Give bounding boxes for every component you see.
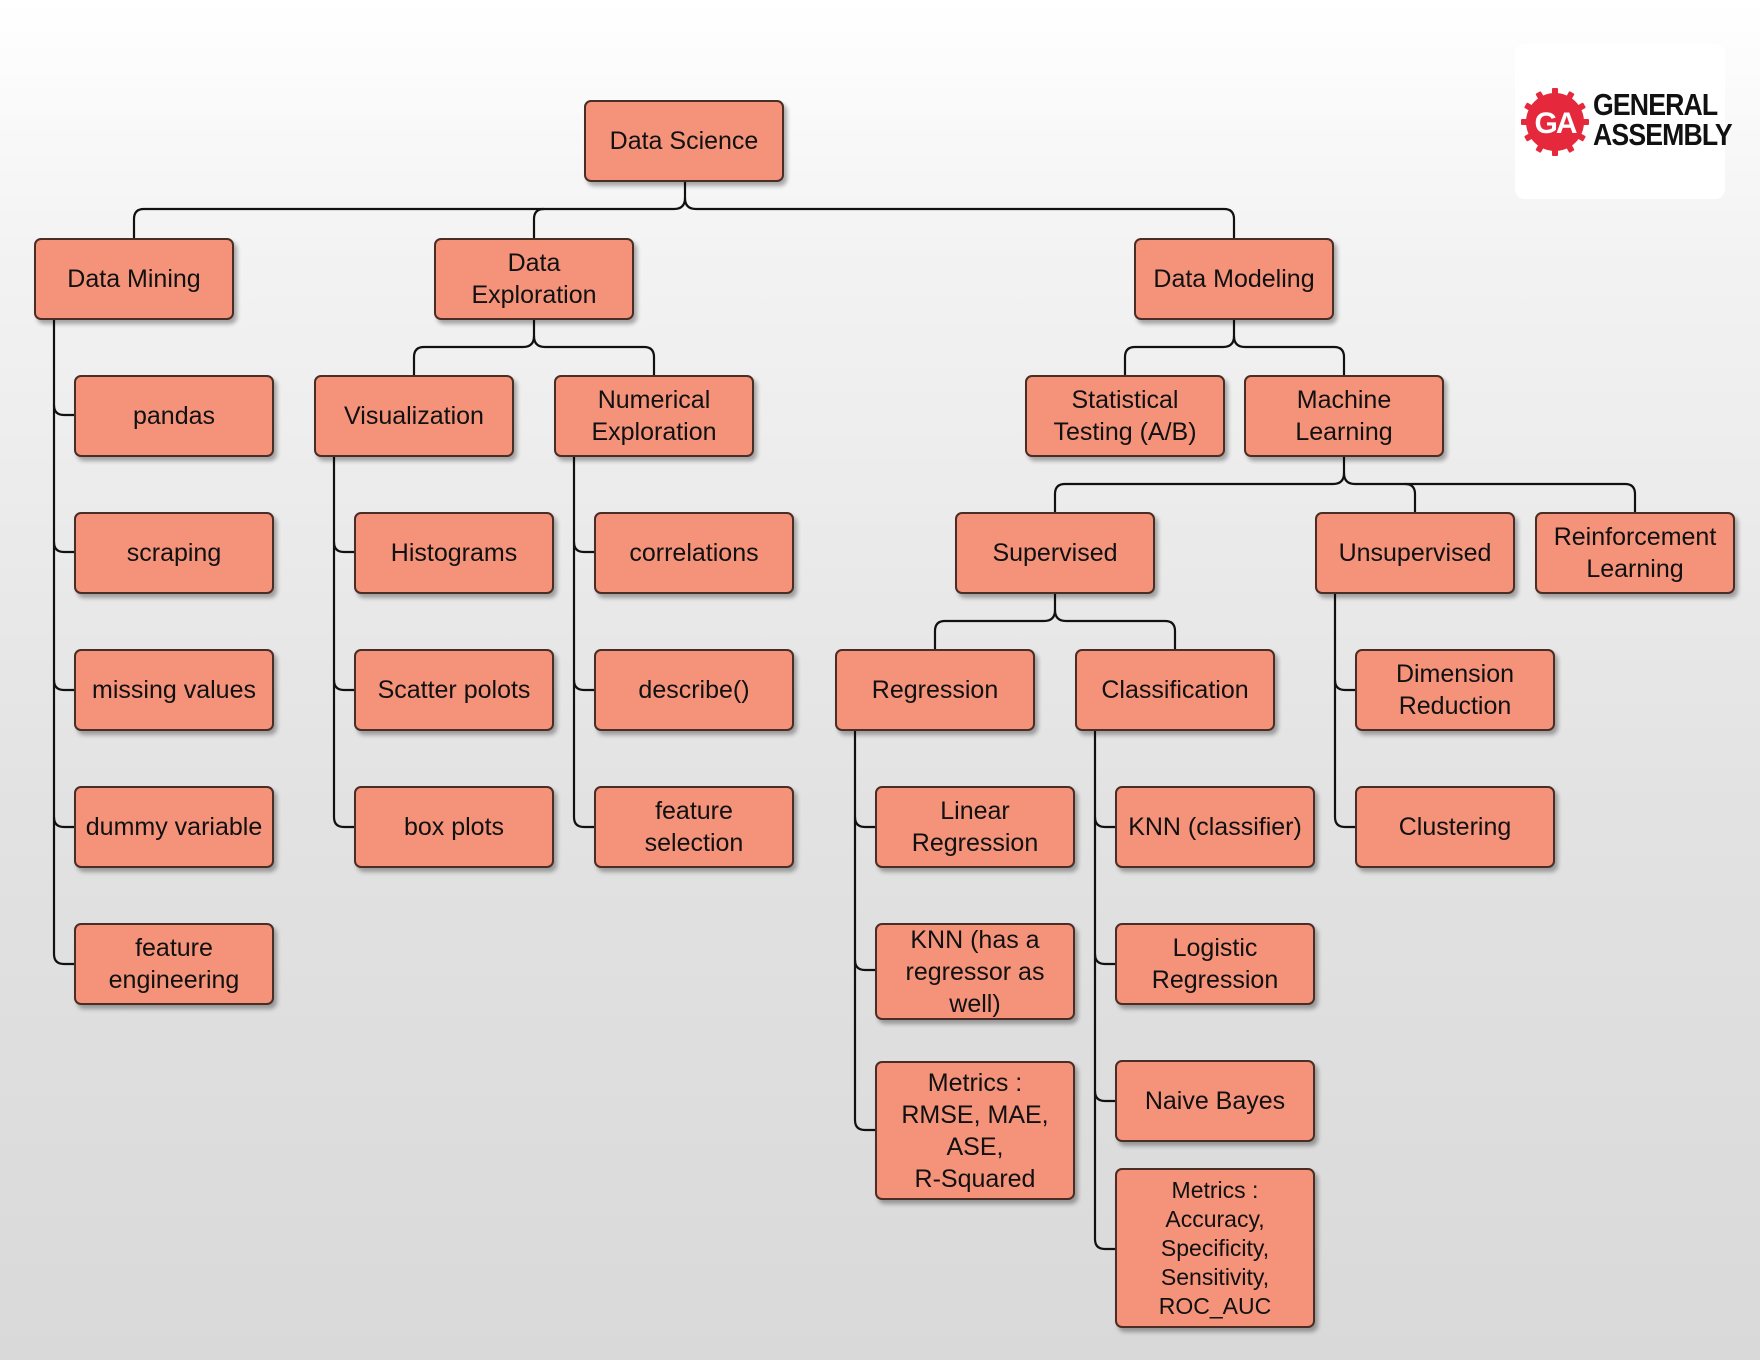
node-data-mining: Data Mining (34, 238, 234, 320)
logo-line-1: GENERAL (1593, 87, 1718, 122)
connector (532, 207, 545, 238)
node-regression: Regression (835, 649, 1035, 731)
connector (1053, 457, 1346, 512)
ga-badge-text: GA (1535, 107, 1577, 140)
node-data-modeling: Data Modeling (1134, 238, 1334, 320)
node-unsupervised: Unsupervised (1315, 512, 1515, 594)
node-feature-engineering: feature engineering (74, 923, 274, 1005)
connector (52, 816, 74, 829)
node-data-exploration: Data Exploration (434, 238, 634, 320)
node-linear-regression: Linear Regression (875, 786, 1075, 868)
connector (572, 679, 594, 692)
node-reinforcement-learning: Reinforcement Learning (1535, 512, 1735, 594)
node-missing-values: missing values (74, 649, 274, 731)
node-data-science: Data Science (584, 100, 784, 182)
node-visualization: Visualization (314, 375, 514, 457)
connector (853, 816, 875, 829)
node-dimension-reduction: Dimension Reduction (1355, 649, 1555, 731)
node-clustering: Clustering (1355, 786, 1555, 868)
connector (532, 335, 656, 375)
connector (52, 541, 74, 554)
connector (1342, 472, 1637, 512)
connector (332, 457, 354, 829)
connector (332, 679, 354, 692)
connector (853, 731, 875, 1132)
node-numerical-exploration: Numerical Exploration (554, 375, 754, 457)
connector (933, 594, 1057, 649)
node-histograms: Histograms (354, 512, 554, 594)
connector (1404, 482, 1417, 512)
node-box-plots: box plots (354, 786, 554, 868)
node-describe: describe() (594, 649, 794, 731)
node-pandas: pandas (74, 375, 274, 457)
node-machine-learning: Machine Learning (1244, 375, 1444, 457)
node-regression-metrics: Metrics : RMSE, MAE, ASE, R-Squared (875, 1061, 1075, 1200)
node-knn-regressor: KNN (has a regressor as well) (875, 923, 1075, 1020)
logo-wordmark: GENERAL ASSEMBLY (1593, 87, 1733, 152)
node-scatter-polots: Scatter polots (354, 649, 554, 731)
node-classification-metrics: Metrics : Accuracy, Specificity, Sensiti… (1115, 1168, 1315, 1328)
connector (1093, 816, 1115, 829)
node-correlations: correlations (594, 512, 794, 594)
connector (412, 320, 536, 375)
connector (1333, 594, 1355, 829)
connector (132, 182, 687, 238)
node-dummy-variable: dummy variable (74, 786, 274, 868)
node-supervised: Supervised (955, 512, 1155, 594)
connector (1093, 953, 1115, 966)
general-assembly-logo: GA GENERAL ASSEMBLY (1515, 44, 1733, 199)
node-knn-classifier: KNN (classifier) (1115, 786, 1315, 868)
connector (52, 679, 74, 692)
node-feature-selection: feature selection (594, 786, 794, 868)
connector (332, 541, 354, 554)
node-statistical-testing: Statistical Testing (A/B) (1025, 375, 1225, 457)
ga-badge-icon: GA (1521, 88, 1589, 156)
connector (52, 320, 74, 966)
connector (853, 959, 875, 972)
connector (683, 197, 1236, 238)
node-logistic-regression: Logistic Regression (1115, 923, 1315, 1005)
connector (1232, 335, 1346, 375)
connector (52, 404, 74, 417)
node-naive-bayes: Naive Bayes (1115, 1060, 1315, 1142)
connector (1053, 609, 1177, 649)
logo-line-2: ASSEMBLY (1593, 117, 1733, 152)
node-classification: Classification (1075, 649, 1275, 731)
connector (1333, 679, 1355, 692)
connector (1123, 320, 1236, 375)
connector (1093, 731, 1115, 1251)
connector (572, 457, 594, 829)
connector (572, 541, 594, 554)
connector (1093, 1090, 1115, 1103)
node-scraping: scraping (74, 512, 274, 594)
